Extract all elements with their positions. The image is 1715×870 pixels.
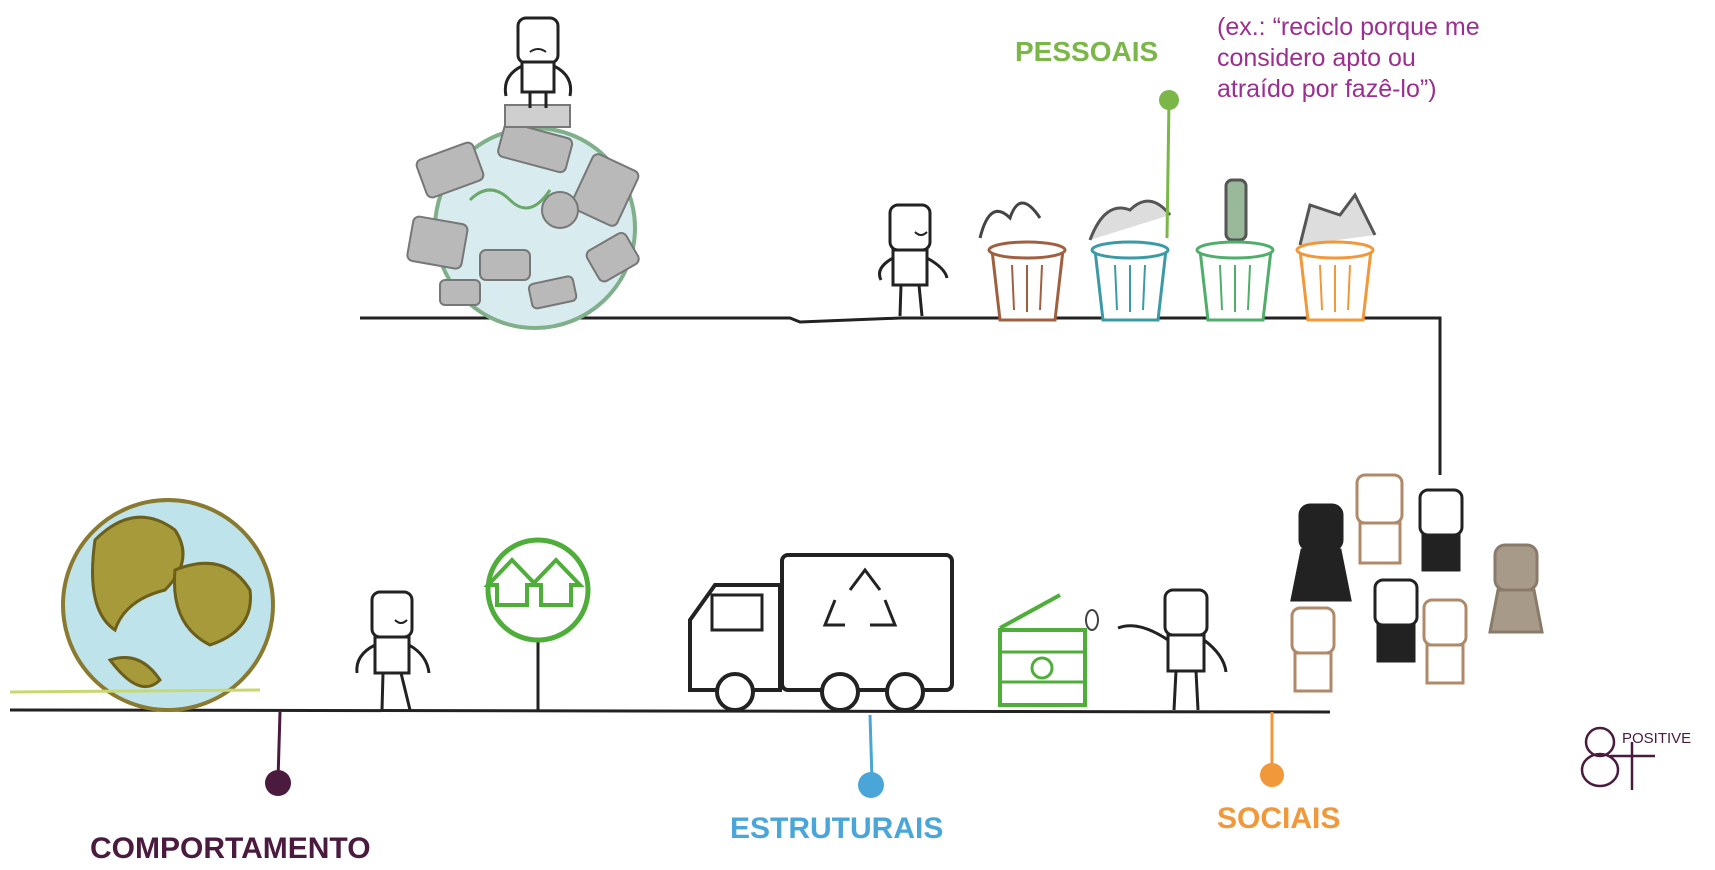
green-recycling-bin bbox=[998, 593, 1099, 707]
recycling-truck bbox=[688, 553, 954, 712]
bin-plastic bbox=[1088, 199, 1172, 322]
sociais-label: SOCIAIS bbox=[1217, 802, 1341, 835]
example-note-line: (ex.: “reciclo porque me bbox=[1217, 13, 1480, 41]
example-note: (ex.: “reciclo porque me considero apto … bbox=[1217, 12, 1480, 105]
path-line bbox=[9, 316, 1442, 714]
sociais-marker bbox=[1260, 712, 1284, 787]
positive-logo-text: POSITIVE bbox=[1622, 730, 1692, 747]
bin-organic bbox=[978, 201, 1067, 322]
pessoais-marker bbox=[1159, 90, 1179, 239]
positive-logo-mark bbox=[1580, 726, 1655, 790]
example-note-line: considero apto ou bbox=[1217, 44, 1416, 72]
man-throwing bbox=[1117, 588, 1228, 711]
man-with-bins bbox=[878, 203, 949, 317]
estruturais-marker bbox=[858, 714, 884, 798]
comportamento-label: COMPORTAMENTO bbox=[90, 832, 371, 865]
example-note-line: atraído por fazê-lo”) bbox=[1217, 75, 1437, 103]
healthy-globe-illustration bbox=[9, 498, 275, 712]
man-standing bbox=[355, 590, 431, 711]
bin-glass bbox=[1195, 178, 1275, 322]
people-group bbox=[1290, 473, 1544, 693]
trash-globe-illustration bbox=[406, 16, 640, 330]
recycling-arrow-sign bbox=[483, 537, 591, 710]
estruturais-label: ESTRUTURAIS bbox=[730, 812, 944, 845]
comportamento-marker bbox=[265, 711, 291, 796]
bin-paper bbox=[1295, 192, 1377, 322]
pessoais-label: PESSOAIS bbox=[1015, 36, 1159, 67]
